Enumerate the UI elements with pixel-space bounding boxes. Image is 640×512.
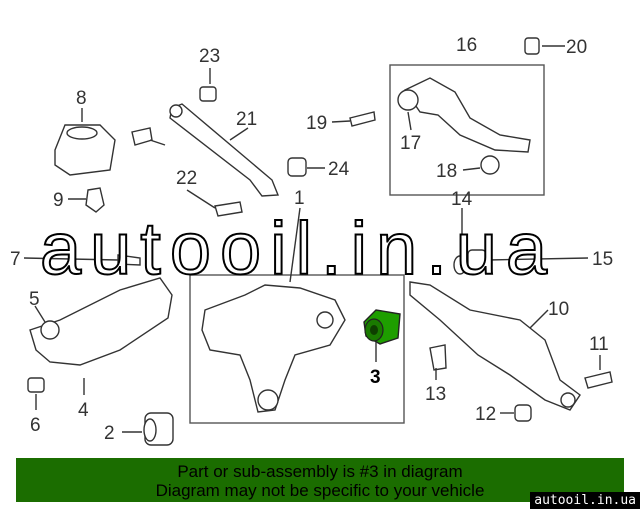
- part-16-upper-arm[interactable]: [397, 77, 531, 175]
- info-banner: Part or sub-assembly is #3 in diagram Di…: [16, 458, 624, 502]
- site-badge: autooil.in.ua: [530, 492, 640, 509]
- callout-5: 5: [29, 289, 40, 310]
- callout-9: 9: [53, 190, 64, 211]
- knuckle-group-box: [189, 274, 405, 424]
- callout-6: 6: [30, 415, 41, 436]
- small-fasteners: [27, 37, 613, 422]
- callout-14: 14: [451, 189, 473, 210]
- callout-11: 11: [589, 334, 609, 355]
- callout-2: 2: [104, 423, 115, 444]
- callout-20: 20: [566, 37, 587, 58]
- part-8-mount[interactable]: [54, 124, 116, 176]
- callout-19: 19: [306, 113, 327, 134]
- upper-arm-group-box: [389, 64, 545, 196]
- callout-7: 7: [10, 249, 21, 270]
- callout-4: 4: [78, 400, 89, 421]
- callout-8: 8: [76, 88, 87, 109]
- watermark: autooil.in.ua: [39, 207, 557, 290]
- callout-16: 16: [456, 35, 477, 56]
- part-1-knuckle[interactable]: [201, 284, 346, 413]
- callout-23: 23: [199, 46, 220, 67]
- callout-labels: 1 2 3 4 5 6 7 8 9 10 11 12 13 14 15 16 1…: [10, 35, 613, 444]
- leader-lines: [23, 45, 601, 433]
- callout-24: 24: [328, 159, 350, 180]
- part-10-lower-arm[interactable]: [409, 281, 581, 411]
- part-4-lower-arm[interactable]: [29, 277, 173, 366]
- callout-22: 22: [176, 168, 197, 189]
- part-21-link[interactable]: [169, 103, 280, 197]
- callout-15: 15: [592, 249, 613, 270]
- callout-13: 13: [425, 384, 446, 405]
- callout-18: 18: [436, 161, 457, 182]
- callout-17: 17: [400, 133, 421, 154]
- callout-21: 21: [236, 109, 257, 130]
- callout-3: 3: [370, 367, 381, 388]
- callout-10: 10: [548, 299, 569, 320]
- callout-1: 1: [294, 188, 305, 209]
- callout-12: 12: [475, 404, 496, 425]
- part-3-bushing-highlighted[interactable]: [363, 309, 401, 345]
- banner-line-1: Part or sub-assembly is #3 in diagram: [177, 462, 463, 481]
- part-2-bushing[interactable]: [143, 412, 174, 446]
- banner-line-2: Diagram may not be specific to your vehi…: [155, 481, 485, 500]
